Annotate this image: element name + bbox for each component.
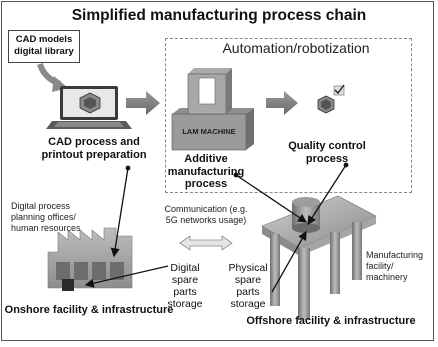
- cad-to-am-arrow: [126, 91, 160, 115]
- offshore-label: Offshore facility & infrastructure: [246, 315, 416, 327]
- planning-offices-label: Digital process planning offices/ human …: [11, 201, 81, 233]
- lam-machine-label: LAM MACHINE: [182, 127, 235, 136]
- manufacturing-facility-label: Manufacturing facility/ machinery: [366, 250, 424, 282]
- laptop-icon: [46, 86, 132, 129]
- connector-lines: [84, 162, 349, 293]
- automation-region: [165, 38, 412, 193]
- cad-library-box: CAD models digital library: [8, 30, 80, 63]
- physical-spare-parts-label: Physical spare parts storage: [228, 262, 268, 310]
- communication-arrow: [179, 235, 233, 251]
- digital-spare-parts-label: Digital spare parts storage: [167, 262, 203, 310]
- diagram-frame: [1, 1, 434, 341]
- communication-label: Communication (e.g. 5G networks usage): [164, 204, 248, 225]
- additive-manufacturing-label: Additive manufacturing process: [167, 153, 245, 190]
- offshore-platform-icon: [261, 195, 377, 320]
- diagram-title: Simplified manufacturing process chain: [71, 7, 367, 24]
- quality-control-icon: [317, 84, 345, 114]
- quality-control-label: Quality control process: [288, 140, 366, 165]
- onshore-label: Onshore facility & infrastructure: [4, 304, 174, 316]
- lam-machine-icon: LAM MACHINE: [171, 68, 254, 151]
- automation-label: Automation/robotization: [222, 40, 370, 56]
- am-to-qc-arrow: [266, 91, 298, 115]
- cad-process-label: CAD process and printout preparation: [41, 136, 147, 161]
- onshore-factory-icon: [47, 227, 133, 291]
